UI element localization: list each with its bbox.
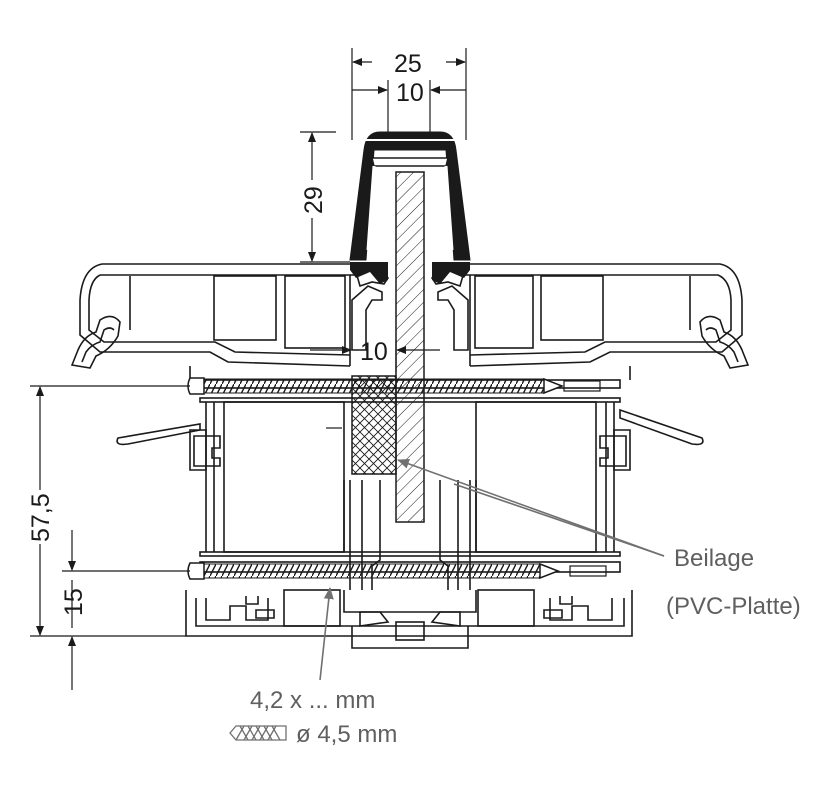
dim-15-label: 15: [60, 588, 88, 616]
dim-57-5-label: 57,5: [27, 493, 55, 542]
screw-upper: [187, 377, 601, 395]
pvc-platte-label: (PVC-Platte): [666, 593, 801, 620]
dim-10-mid-label: 10: [360, 338, 388, 366]
screw-lower: [187, 562, 607, 580]
drill-size-label: ø 4,5 mm: [296, 721, 397, 748]
dim-29-label: 29: [300, 186, 328, 214]
dim-25-label: 25: [394, 50, 422, 78]
top-cap-gasket: [349, 131, 471, 284]
beilage-label: Beilage: [674, 545, 754, 572]
leader-lines: [319, 459, 665, 681]
screw-size-label: 4,2 x ... mm: [250, 687, 375, 714]
drill-bit-icon: [229, 725, 287, 741]
dim-10-top-label: 10: [396, 79, 424, 107]
dimension-lines: [30, 48, 467, 690]
glass-pane: [395, 171, 425, 523]
